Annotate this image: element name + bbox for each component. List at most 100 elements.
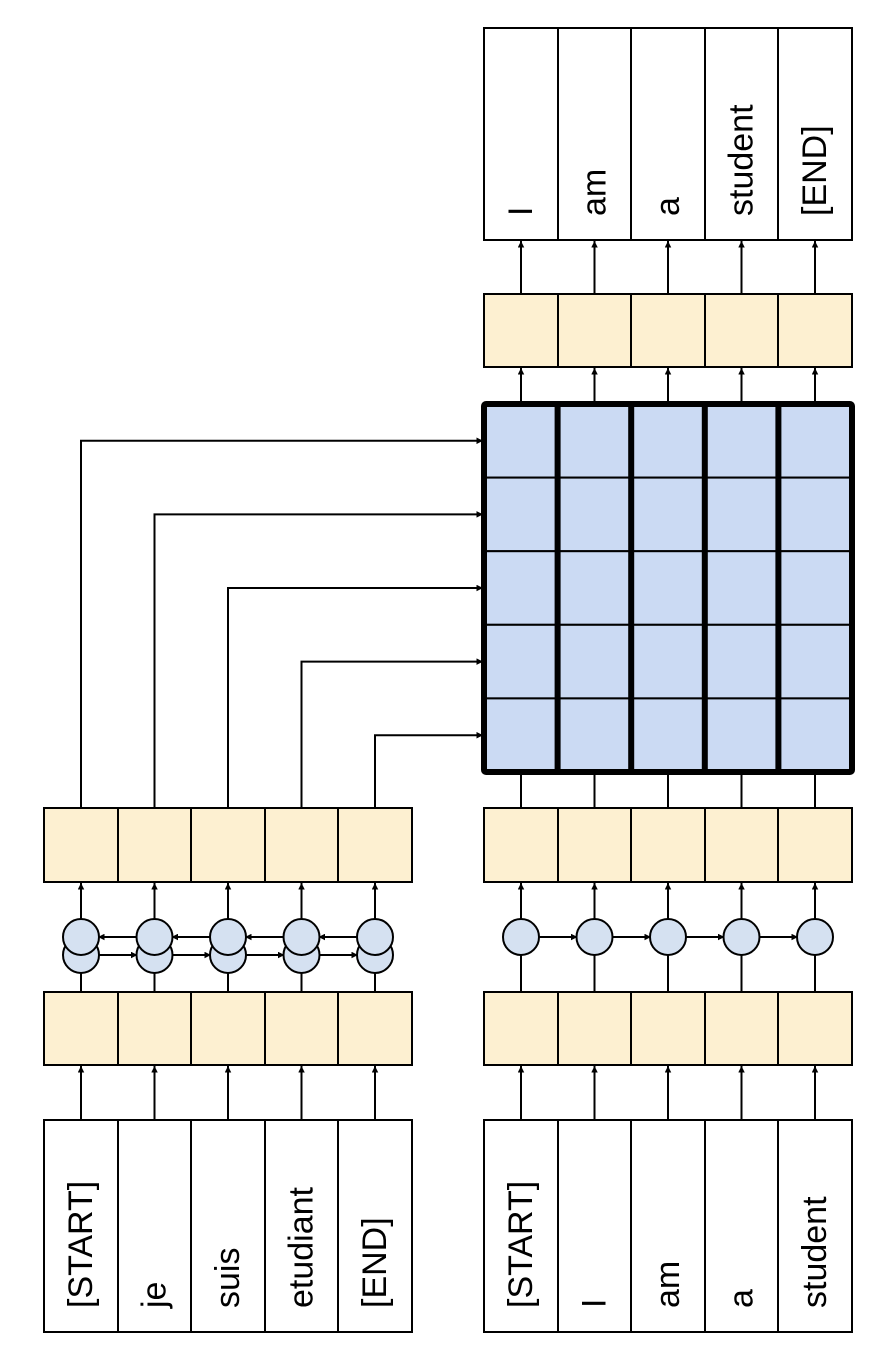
output-embedding-row: [483, 293, 853, 368]
decoder-state-box: [704, 807, 779, 883]
attention-cell: [630, 476, 706, 553]
encoder-input-token-box: [190, 1119, 266, 1333]
decoder-rnn-node: [649, 918, 687, 956]
output-token-label: student: [723, 104, 761, 216]
decoder-input-token-box: [630, 1119, 706, 1333]
decoder-embedding-box: [630, 991, 706, 1066]
output-embedding-box: [704, 293, 779, 368]
decoder-input-token-row: [483, 1119, 853, 1333]
decoder-state-box: [777, 807, 853, 883]
encoder-input-token-box: [264, 1119, 339, 1333]
attention-cell: [483, 697, 559, 774]
encoder-output-box: [117, 807, 192, 883]
attention-cell: [777, 623, 854, 700]
encoder-embedding-box: [264, 991, 339, 1066]
attention-cell: [777, 476, 854, 553]
decoder-state-row: [483, 807, 853, 883]
attention-border: [481, 401, 855, 775]
encoder-backward-rnn-node: [282, 918, 321, 956]
attention-cell: [483, 476, 559, 553]
encoder-output-box: [43, 807, 119, 883]
encoder-input-token-label: etudiant: [283, 1186, 321, 1308]
boxes: [43, 27, 855, 1333]
decoder-input-token-box: [483, 1119, 559, 1333]
encoder-embedding-row: [43, 991, 413, 1066]
output-embedding-box: [483, 293, 559, 368]
output-embedding-box: [630, 293, 706, 368]
output-token-row: [483, 27, 853, 241]
attention-cell: [703, 623, 780, 700]
encoder-input-token-label: [START]: [62, 1181, 100, 1308]
encoder-to-attention-arrow: [153, 511, 483, 808]
decoder-embedding-row: [483, 991, 853, 1066]
attention-cell: [703, 403, 780, 479]
output-token-box: [630, 27, 706, 241]
encoder-input-token-label: je: [136, 1282, 174, 1309]
decoder-embedding-box: [483, 991, 559, 1066]
rnn-nodes: [62, 918, 834, 974]
encoder-output-box: [190, 807, 266, 883]
decoder-state-box: [630, 807, 706, 883]
attention-cell: [703, 697, 780, 774]
decoder-input-token-box: [704, 1119, 779, 1333]
encoder-input-token-box: [43, 1119, 119, 1333]
decoder-state-box: [483, 807, 559, 883]
attention-cell: [703, 476, 780, 553]
encoder-embedding-box: [337, 991, 413, 1066]
attention-cell: [483, 403, 559, 479]
attention-cell: [630, 550, 706, 626]
output-token-box: [704, 27, 779, 241]
encoder-backward-rnn-node: [62, 918, 100, 956]
attention-cell: [630, 403, 706, 479]
encoder-embedding-box: [43, 991, 119, 1066]
decoder-input-token-box: [777, 1119, 853, 1333]
encoder-output-row: [43, 807, 413, 883]
encoder-backward-rnn-node: [209, 918, 247, 956]
decoder-input-token-box: [557, 1119, 632, 1333]
encoder-output-box: [264, 807, 339, 883]
attention-cell: [630, 697, 706, 774]
output-token-box: [777, 27, 853, 241]
decoder-rnn-node: [722, 918, 761, 956]
output-embedding-box: [777, 293, 853, 368]
attention-cell: [777, 403, 854, 479]
encoder-input-token-box: [337, 1119, 413, 1333]
attention-cell: [777, 697, 854, 774]
encoder-backward-rnn-node: [135, 918, 174, 956]
decoder-state-box: [557, 807, 632, 883]
decoder-rnn-node: [502, 918, 540, 956]
decoder-embedding-box: [704, 991, 779, 1066]
attention-cell: [556, 476, 633, 553]
attention-cell: [556, 623, 633, 700]
encoder-embedding-box: [190, 991, 266, 1066]
attention-cell: [483, 550, 559, 626]
output-token-label: I: [502, 207, 540, 216]
attention-cell: [777, 550, 854, 626]
encoder-to-attention-arrow: [300, 658, 483, 808]
decoder-input-token-label: [START]: [502, 1181, 540, 1308]
encoder-input-token-label: suis: [209, 1248, 247, 1308]
encoder-input-token-box: [117, 1119, 192, 1333]
output-token-label: am: [576, 169, 614, 216]
decoder-input-token-label: am: [649, 1261, 687, 1308]
attention-cell: [556, 550, 633, 626]
decoder-input-token-label: student: [796, 1196, 834, 1308]
output-token-box: [557, 27, 632, 241]
encoder-input-token-label: [END]: [356, 1217, 394, 1308]
attention-grid: [481, 401, 855, 775]
output-token-label: a: [649, 197, 687, 216]
output-token-label: [END]: [796, 125, 834, 216]
encoder-output-box: [337, 807, 413, 883]
decoder-input-token-label: I: [576, 1299, 614, 1308]
decoder-embedding-box: [777, 991, 853, 1066]
decoder-embedding-box: [557, 991, 632, 1066]
output-embedding-box: [557, 293, 632, 368]
encoder-to-attention-arrow: [80, 437, 483, 808]
connector-lines: [77, 241, 819, 1120]
attention-cell: [703, 550, 780, 626]
encoder-embedding-box: [117, 991, 192, 1066]
encoder-to-attention-arrow: [374, 731, 483, 808]
encoder-to-attention-arrow: [227, 584, 483, 808]
